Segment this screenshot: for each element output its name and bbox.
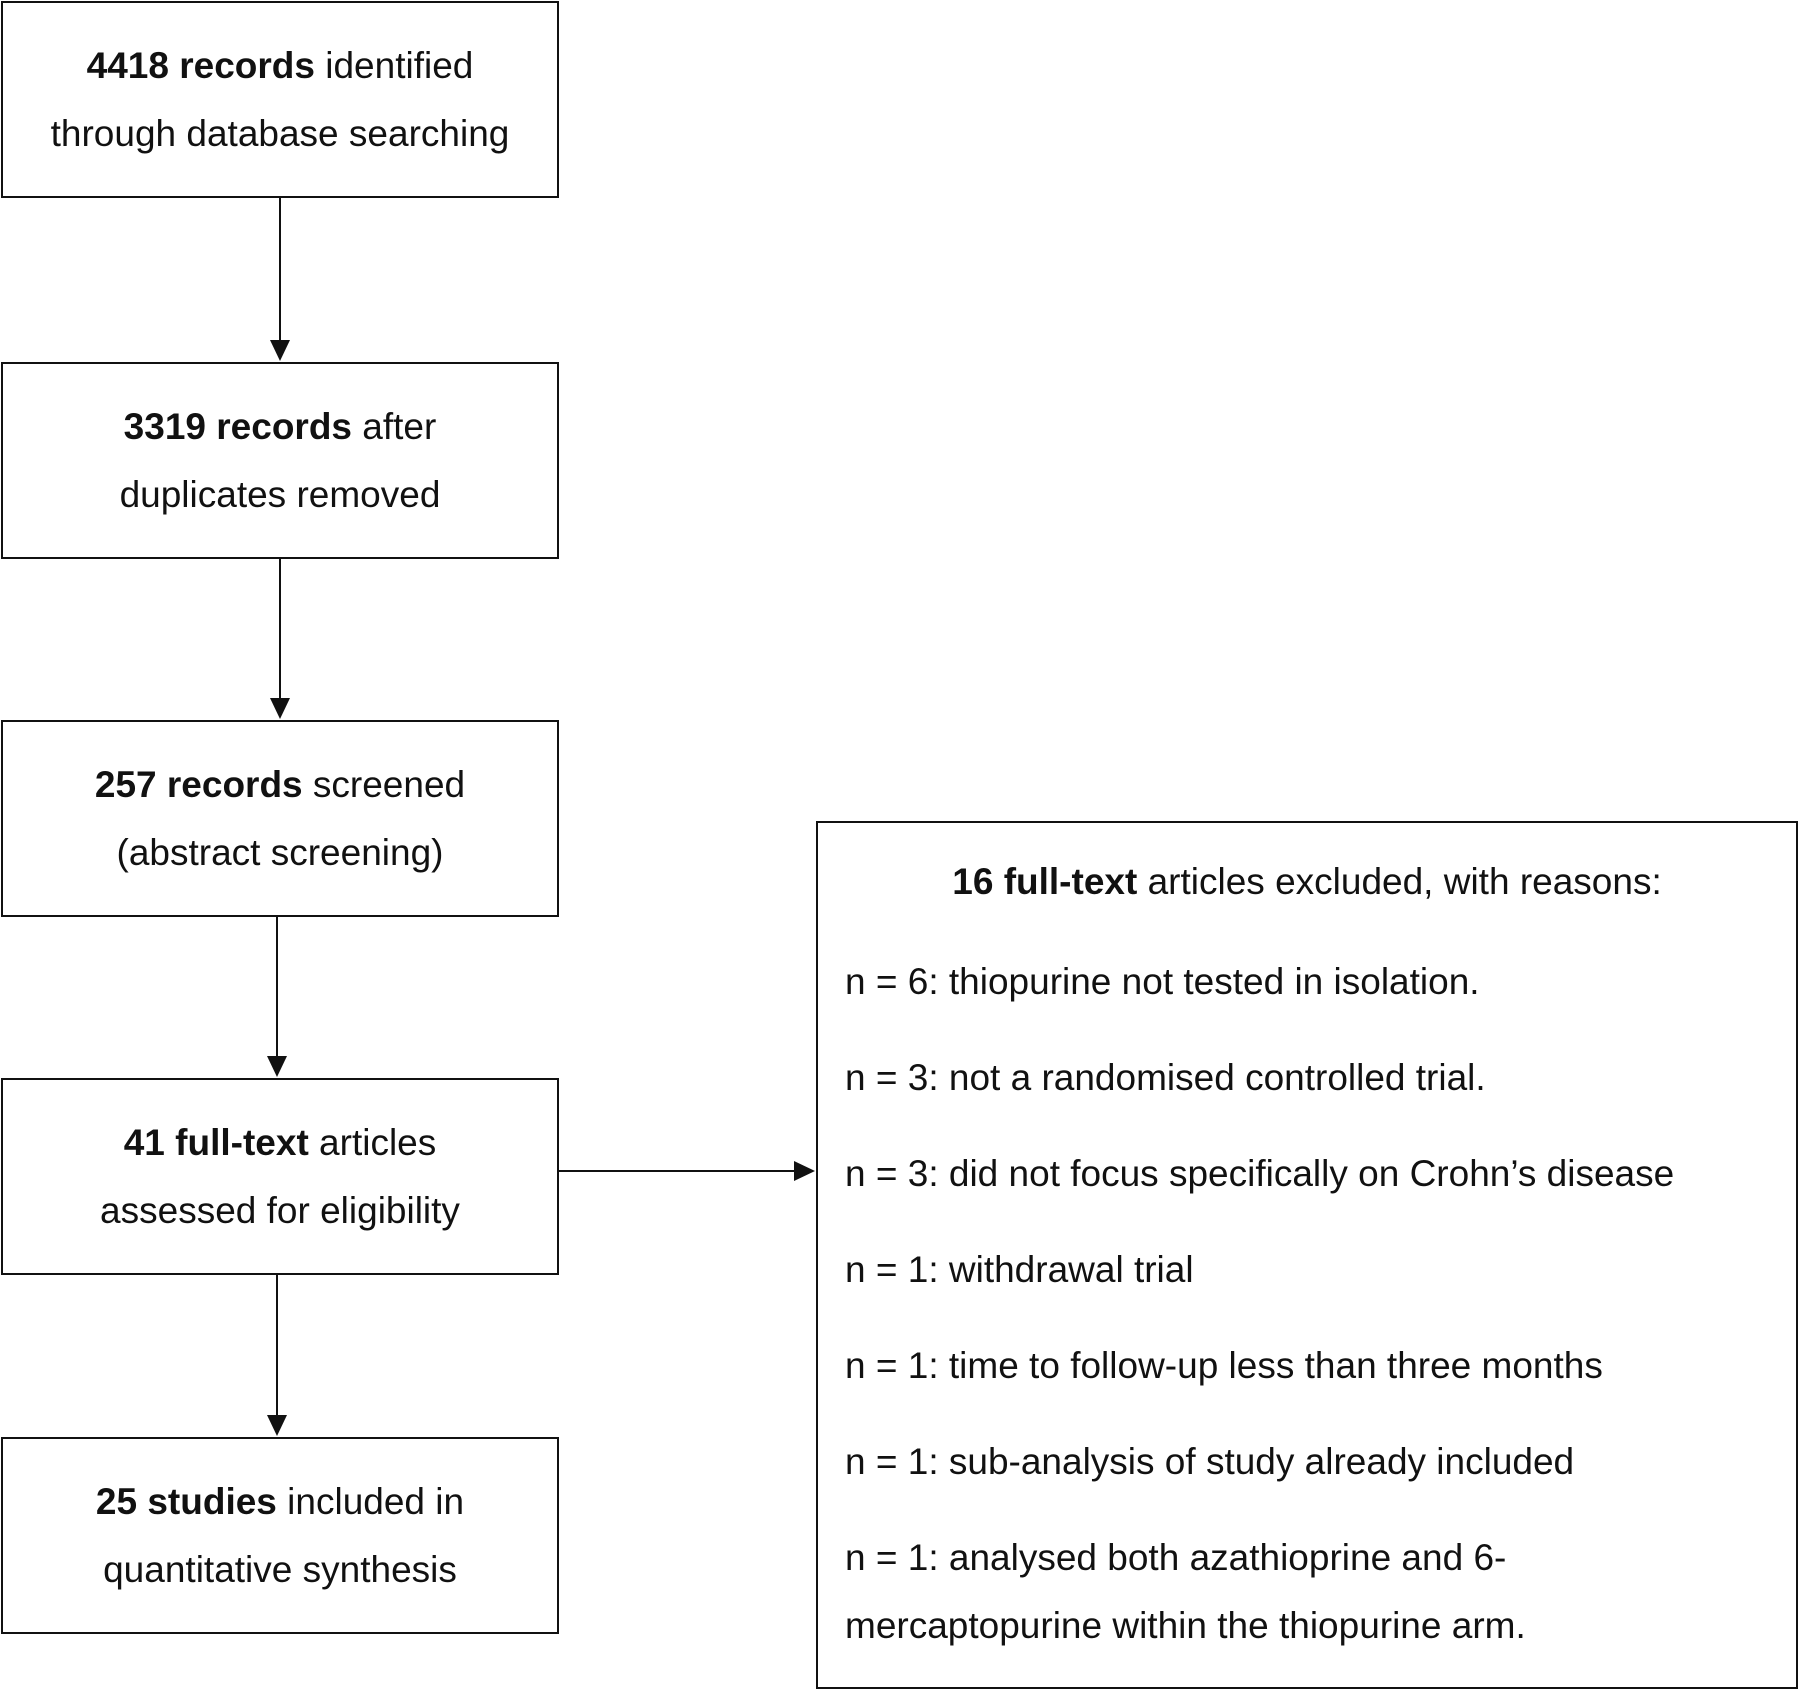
articles-assessed-count: 41 full-text <box>123 1121 309 1163</box>
exclusion-reasons-list: n = 6: thiopurine not tested in isolatio… <box>845 948 1786 1660</box>
exclusion-reason: n = 3: not a randomised controlled trial… <box>845 1057 1486 1098</box>
records-identified-text-2: through database searching <box>50 112 510 154</box>
studies-included-text-2: quantitative synthesis <box>103 1548 457 1590</box>
exclusion-reason: n = 1: withdrawal trial <box>845 1249 1194 1290</box>
studies-included-text-1: included in <box>276 1480 465 1522</box>
exclusion-reason: n = 1: analysed both azathioprine and 6-… <box>845 1537 1526 1646</box>
records-identified-box: 4418 records identified through database… <box>1 1 559 198</box>
arrowhead-4 <box>267 1415 287 1436</box>
arrowhead-1 <box>270 340 290 361</box>
arrowhead-3 <box>267 1056 287 1077</box>
records-screened-box: 257 records screened (abstract screening… <box>1 720 559 917</box>
records-deduplicated-count: 3319 records <box>123 405 352 447</box>
exclusion-reason: n = 1: time to follow-up less than three… <box>845 1345 1603 1386</box>
articles-assessed-text-2: assessed for eligibility <box>100 1189 460 1231</box>
records-deduplicated-text-1: after <box>352 405 437 447</box>
studies-included-count: 25 studies <box>95 1480 277 1522</box>
records-screened-count: 257 records <box>94 763 303 805</box>
exclusion-reason: n = 6: thiopurine not tested in isolatio… <box>845 961 1480 1002</box>
records-identified-count: 4418 records <box>86 44 315 86</box>
exclusion-reason: n = 3: did not focus specifically on Cro… <box>845 1153 1675 1194</box>
exclusions-header-text: articles excluded, with reasons: <box>1137 861 1662 902</box>
articles-assessed-box: 41 full-text articles assessed for eligi… <box>1 1078 559 1275</box>
exclusions-count: 16 full-text <box>952 861 1138 902</box>
records-deduplicated-box: 3319 records after duplicates removed <box>1 362 559 559</box>
records-screened-text-1: screened <box>302 763 466 805</box>
exclusions-header: 16 full-text articles excluded, with rea… <box>818 852 1796 912</box>
arrowhead-5 <box>794 1161 815 1181</box>
records-identified-text-1: identified <box>314 44 474 86</box>
exclusion-reason: n = 1: sub-analysis of study already inc… <box>845 1441 1575 1482</box>
articles-assessed-text-1: articles <box>308 1121 437 1163</box>
records-deduplicated-text-2: duplicates removed <box>119 473 441 515</box>
exclusions-box: 16 full-text articles excluded, with rea… <box>816 821 1798 1689</box>
studies-included-box: 25 studies included in quantitative synt… <box>1 1437 559 1634</box>
records-screened-text-2: (abstract screening) <box>116 831 444 873</box>
arrowhead-2 <box>270 698 290 719</box>
